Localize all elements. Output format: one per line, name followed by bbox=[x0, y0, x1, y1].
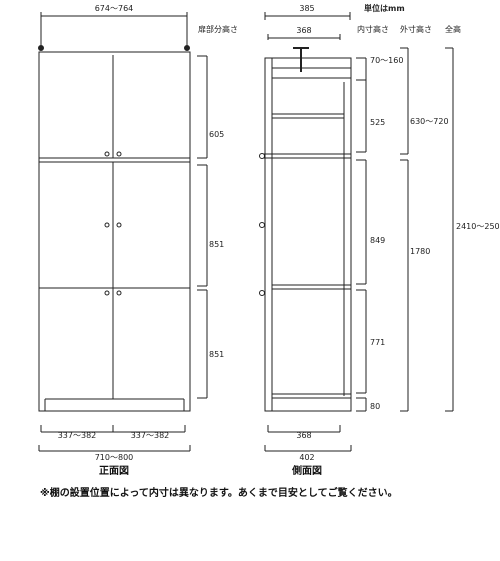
inner-height-3: 849 bbox=[370, 236, 385, 245]
front-door-right-width: 337〜382 bbox=[131, 431, 170, 440]
outer-height-2: 1780 bbox=[410, 247, 430, 256]
door-knob bbox=[116, 222, 122, 228]
side-view-title: 側面図 bbox=[291, 464, 322, 477]
inner-height-4: 771 bbox=[370, 338, 385, 347]
door-knob bbox=[104, 290, 110, 296]
side-total-depth: 402 bbox=[299, 453, 314, 462]
side-view bbox=[259, 12, 454, 452]
inner-height-header: 内寸高さ bbox=[357, 24, 389, 34]
side-inner-depth-top: 368 bbox=[296, 26, 311, 35]
door-knob bbox=[104, 151, 110, 157]
front-cabinet-body bbox=[38, 51, 191, 412]
outer-height-header: 外寸高さ bbox=[400, 24, 432, 34]
cabinet-diagram: 674〜764 扉部分高さ 605 851 851 337〜382 337〜38… bbox=[38, 3, 500, 477]
front-top-width: 674〜764 bbox=[95, 4, 134, 13]
side-top-depth: 385 bbox=[299, 4, 314, 13]
front-view-title: 正面図 bbox=[99, 465, 129, 477]
door-knob bbox=[116, 290, 122, 296]
front-section-height-1: 605 bbox=[209, 130, 224, 139]
door-knob bbox=[116, 151, 122, 157]
front-section-height-2: 851 bbox=[209, 240, 224, 249]
front-door-left-width: 337〜382 bbox=[58, 431, 97, 440]
unit-label: 単位はmm bbox=[364, 3, 405, 13]
outer-height-1: 630〜720 bbox=[410, 117, 449, 126]
door-knob bbox=[104, 222, 110, 228]
inner-height-2: 525 bbox=[370, 118, 385, 127]
front-section-height-3: 851 bbox=[209, 350, 224, 359]
side-cabinet-body bbox=[264, 57, 352, 412]
total-height: 2410〜2500 bbox=[456, 222, 500, 231]
inner-height-1: 70〜160 bbox=[370, 56, 403, 65]
side-inner-depth-bottom: 368 bbox=[296, 431, 311, 440]
front-view bbox=[38, 12, 208, 452]
total-height-header: 全高 bbox=[445, 24, 461, 34]
inner-height-5: 80 bbox=[370, 402, 380, 411]
front-total-width: 710〜800 bbox=[95, 453, 134, 462]
measurement-note: ※棚の設置位置によって内寸は異なります。あくまで目安としてご覧ください。 bbox=[40, 488, 398, 499]
front-door-height-header: 扉部分高さ bbox=[198, 24, 238, 34]
